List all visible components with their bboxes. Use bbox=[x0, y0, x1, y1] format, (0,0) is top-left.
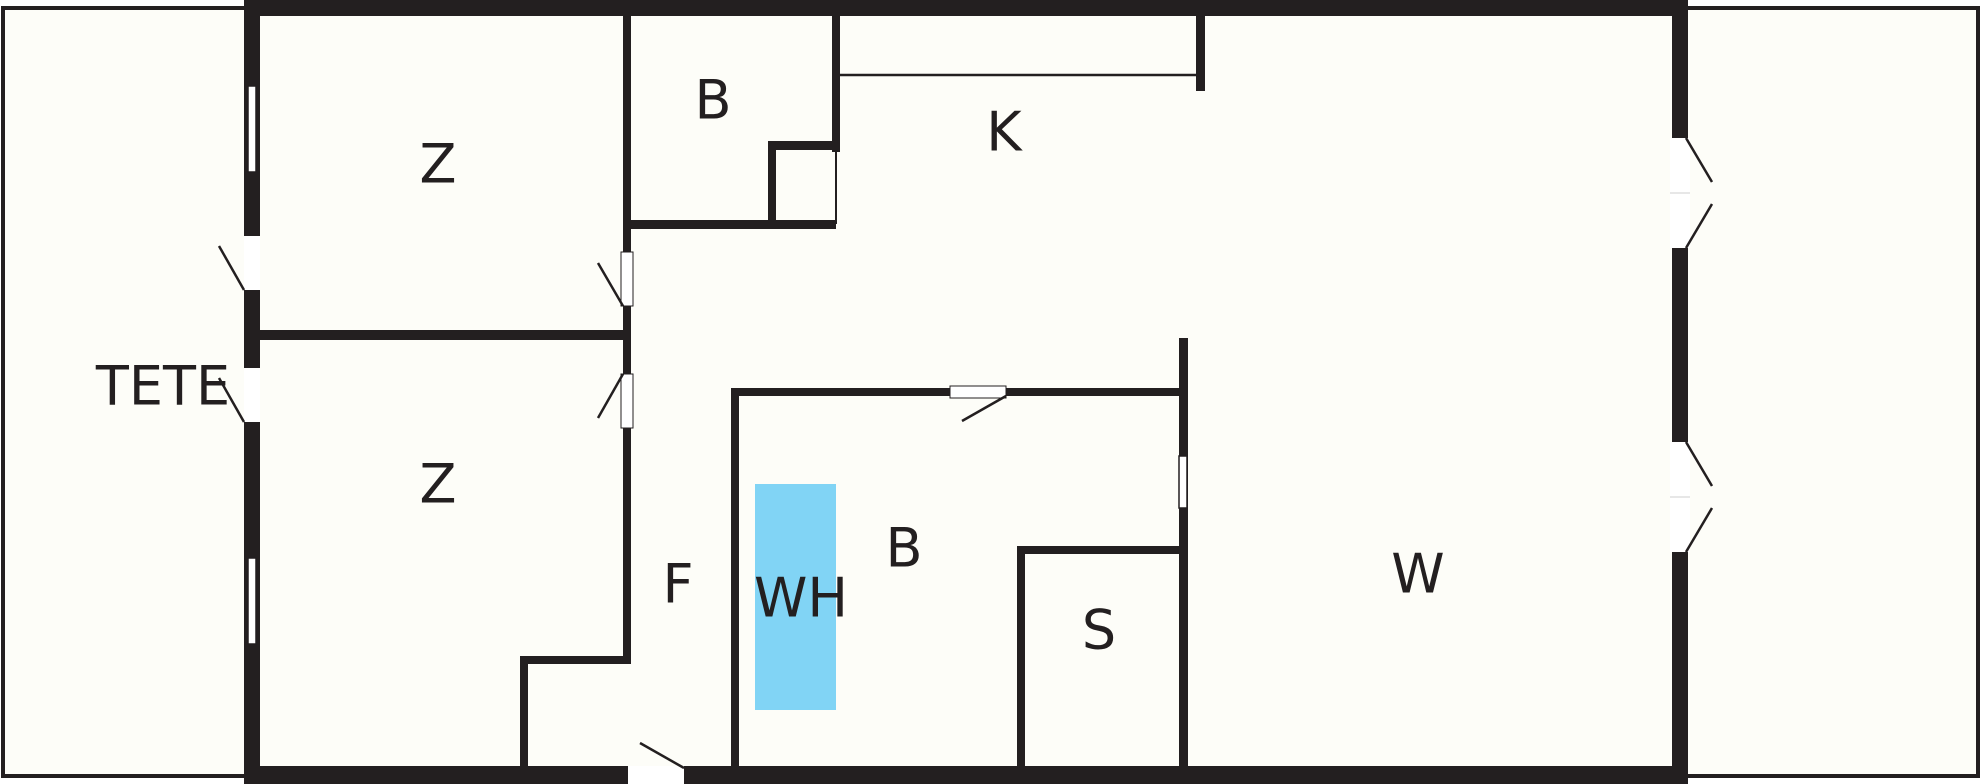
wall-sauna-west bbox=[1017, 546, 1025, 772]
window bbox=[1178, 455, 1188, 509]
wall-kitchen-stub bbox=[1196, 8, 1205, 91]
room-label-hot-tub: WH bbox=[754, 567, 848, 630]
terrace-right-outline bbox=[1682, 6, 1980, 778]
wall-living-west bbox=[1179, 338, 1188, 772]
wall-bath1-notch-v bbox=[768, 141, 776, 229]
room-label-sauna: S bbox=[1082, 599, 1116, 662]
wall-bedroom2-notch-v bbox=[520, 656, 528, 772]
wall-bedroom-divider bbox=[252, 330, 626, 340]
wall-bath2-west bbox=[731, 388, 739, 772]
wall-bath1-east bbox=[832, 8, 840, 152]
door-bedroom2-terrace bbox=[217, 368, 260, 423]
door-bedroom1-terrace bbox=[217, 236, 260, 291]
wall-right bbox=[1672, 0, 1688, 784]
wall-bath1-notch-h bbox=[768, 141, 840, 150]
room-label-kitchen: K bbox=[986, 101, 1023, 164]
wall-bedrooms-east bbox=[623, 8, 631, 664]
wall-bedroom2-notch-h bbox=[520, 656, 631, 664]
doors bbox=[217, 137, 1714, 784]
room-label-bedroom: Z bbox=[420, 453, 457, 516]
terrace-left-outline bbox=[1, 6, 251, 778]
window bbox=[247, 557, 257, 645]
wall-bath1-south bbox=[623, 220, 836, 229]
window bbox=[247, 85, 257, 173]
room-label-bedroom: Z bbox=[420, 133, 457, 196]
door-entrance bbox=[628, 741, 685, 784]
door-bath2 bbox=[949, 385, 1007, 423]
door-living-east-upper bbox=[1670, 137, 1714, 249]
wall-sauna-north bbox=[1017, 546, 1187, 554]
room-label-living-room: W bbox=[1391, 543, 1444, 606]
room-label-terrace: TETE bbox=[95, 355, 230, 418]
room-label-bathroom: B bbox=[885, 517, 922, 580]
windows bbox=[247, 85, 1188, 645]
wall-bottom bbox=[244, 766, 1688, 784]
room-labels: TETE Z Z B K F WH B S W bbox=[95, 69, 1445, 662]
room-label-bathroom: B bbox=[694, 69, 731, 132]
door-bedroom2-hall bbox=[596, 373, 634, 429]
door-bedroom1-hall bbox=[596, 251, 634, 307]
hot-tub bbox=[755, 484, 836, 710]
wall-top bbox=[244, 0, 1688, 16]
door-living-east-lower bbox=[1670, 441, 1714, 553]
room-label-hallway: F bbox=[662, 553, 693, 616]
